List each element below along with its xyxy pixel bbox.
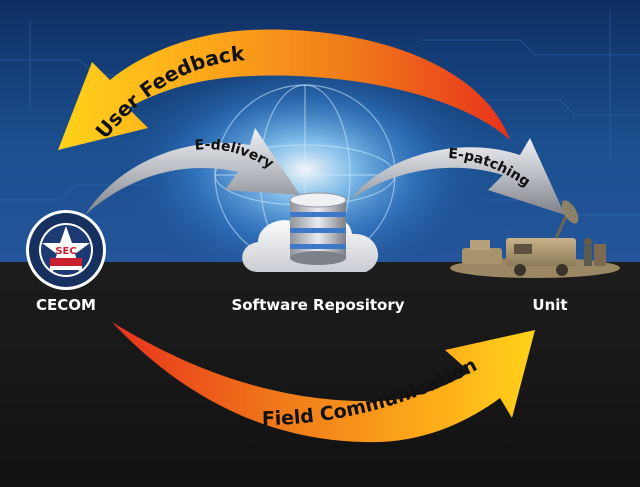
dark-ground [0,262,640,487]
cecom-label: CECOM [36,296,96,314]
e-delivery-arrow: E-delivery [85,128,300,215]
database-icon [289,192,347,265]
tech-texture [0,10,640,216]
cecom-emblem-text: SEC [55,246,76,257]
unit-label: Unit [532,296,568,314]
field-unit-icon [450,200,620,278]
cecom-emblem-icon: SEC [26,210,106,290]
software-repository-label: Software Repository [231,296,405,314]
